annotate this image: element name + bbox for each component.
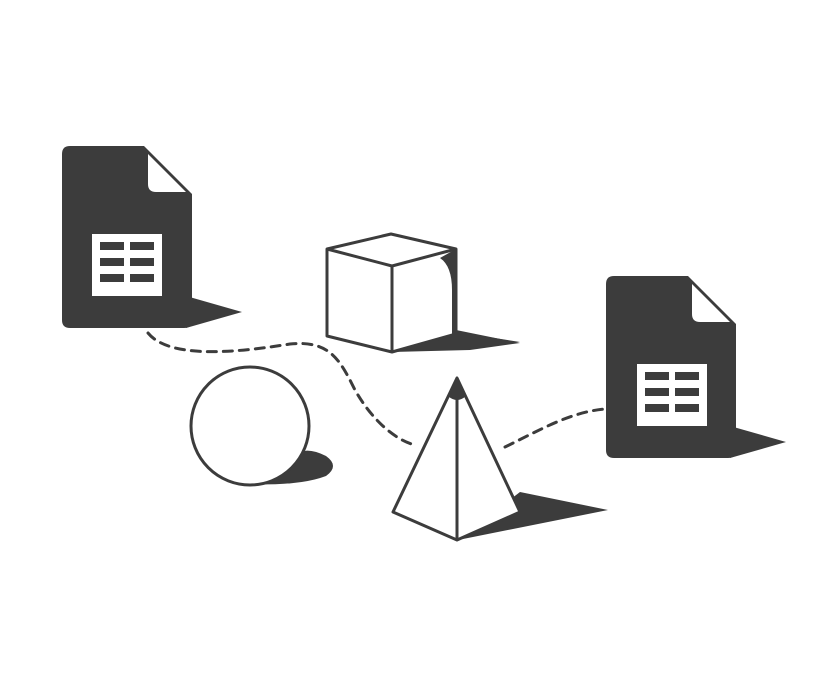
spreadsheet-file-icon <box>606 276 786 458</box>
table-grid-icon <box>92 234 162 296</box>
sphere-icon <box>189 365 333 487</box>
pyramid-icon <box>391 376 608 542</box>
spreadsheet-file-icon <box>62 146 242 328</box>
cube-icon <box>325 232 520 354</box>
dashed-connector-path <box>146 331 417 447</box>
dashed-connector-path-right <box>503 407 607 449</box>
table-grid-icon <box>637 364 707 426</box>
